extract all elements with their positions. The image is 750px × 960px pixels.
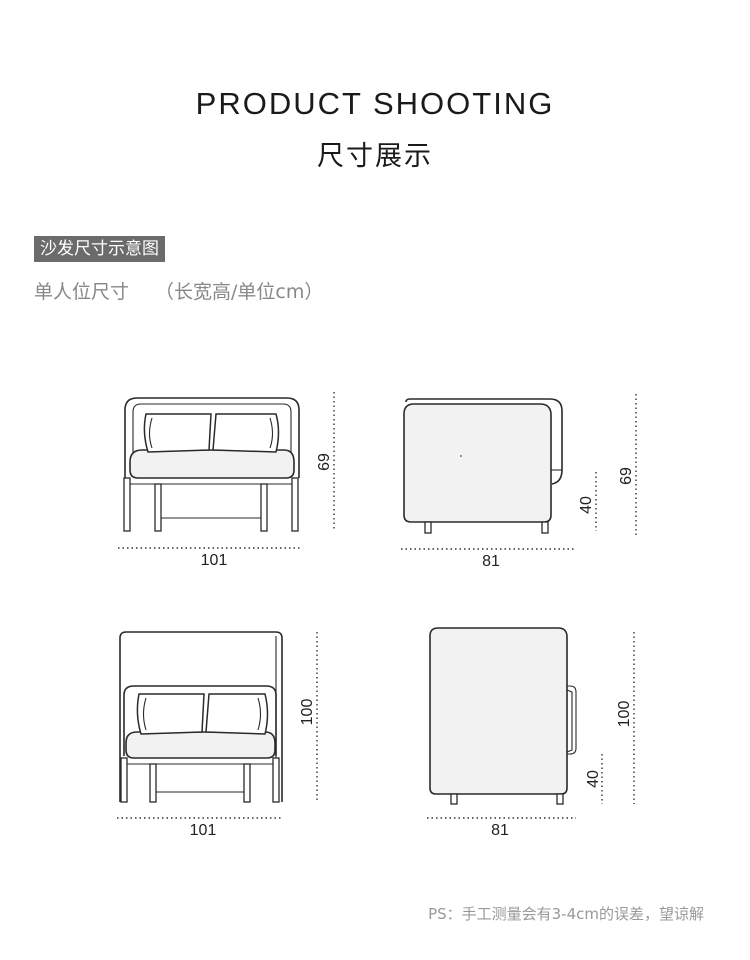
dimension-depth-label: 81 [482, 553, 500, 570]
dimension-seat-height-label: 40 [585, 770, 602, 788]
dimension-depth-label: 81 [491, 822, 509, 839]
high-back-side-view: 81 40 100 [427, 627, 635, 839]
page-title-en: PRODUCT SHOOTING [195, 86, 555, 121]
low-back-side-view: 81 40 69 [401, 394, 637, 570]
section-subtitle: 单人位尺寸 （长宽高/单位cm） [34, 277, 323, 304]
footer-note: PS：手工测量会有3-4cm的误差，望谅解 [428, 905, 704, 923]
section-tag: 沙发尺寸示意图 [34, 236, 165, 262]
dimension-height-label: 100 [299, 699, 316, 726]
subtitle-note: （长宽高/单位cm） [155, 281, 324, 303]
dimension-seat-height-label: 40 [578, 496, 595, 514]
page-title-cn: 尺寸展示 [317, 141, 433, 172]
high-back-front-view: 101 100 [117, 631, 318, 839]
dimension-width-label: 101 [201, 552, 228, 569]
low-back-front-view: 101 69 [118, 392, 335, 569]
dimension-width-label: 101 [190, 822, 217, 839]
dimension-height-label: 69 [618, 467, 635, 485]
dimension-height-label: 69 [316, 453, 333, 471]
subtitle-label: 单人位尺寸 [34, 281, 130, 303]
dimension-height-label: 100 [616, 701, 633, 728]
